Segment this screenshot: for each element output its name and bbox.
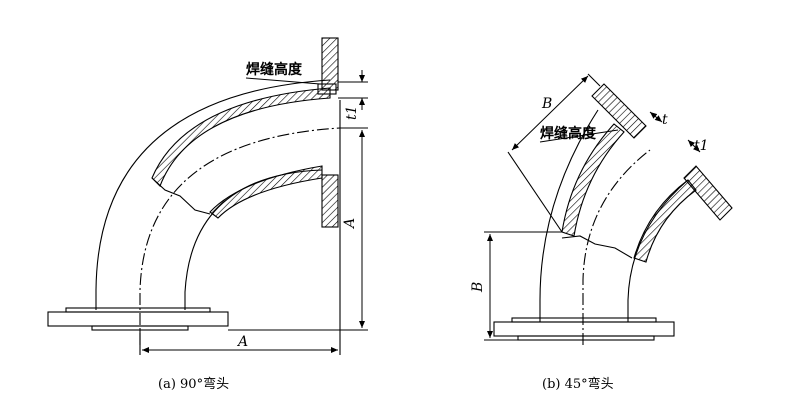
caption-left: (a) 90°弯头 [158, 376, 229, 392]
elbow-90-top-flange [321, 37, 339, 91]
elbow-45-base-flange [493, 321, 675, 337]
elbow-90-liner-outer [151, 87, 331, 187]
elbow-45-liner-outer [561, 123, 625, 237]
weld-height-label-left: 焊缝高度 [246, 61, 303, 78]
elbow-45-break-line [561, 235, 633, 259]
elbow-90-base-flange [47, 311, 229, 327]
dim-t-label: t [662, 112, 668, 128]
dim-B-vertical-label: B [470, 282, 486, 293]
dim-A-horizontal-label: A [236, 334, 248, 350]
elbow-45-centerline [582, 149, 651, 345]
elbow-90-outer-arc [95, 79, 331, 310]
elbow-90-liner-inner [209, 165, 323, 219]
elbow-45-liner-inner [633, 179, 697, 263]
elbow-90-break-line [151, 177, 211, 215]
dim-B-diagonal-label: B [541, 96, 552, 112]
caption-right: (b) 45°弯头 [542, 376, 614, 392]
elbow-45-right-flange [683, 165, 733, 221]
dim-t-line [649, 111, 663, 123]
weld-leader-right [539, 129, 619, 143]
dim-t1-line-right [687, 139, 701, 153]
elbow-45-dimensions [487, 75, 701, 338]
elbow-90-dimensions [142, 70, 365, 353]
elbow-90-mid-flange [321, 174, 339, 228]
elbow-45-upper-flange [591, 83, 647, 139]
weld-height-label-right: 焊缝高度 [540, 125, 597, 142]
elbow-90 [47, 37, 368, 355]
elbow-45 [484, 73, 733, 345]
dim-t1-label-right: t1 [694, 138, 709, 154]
dim-B-diagonal-line [511, 75, 589, 151]
weld-leader-left [245, 77, 321, 85]
dim-t1-label-left: t1 [344, 105, 360, 120]
dim-A-vertical-label: A [342, 218, 358, 230]
